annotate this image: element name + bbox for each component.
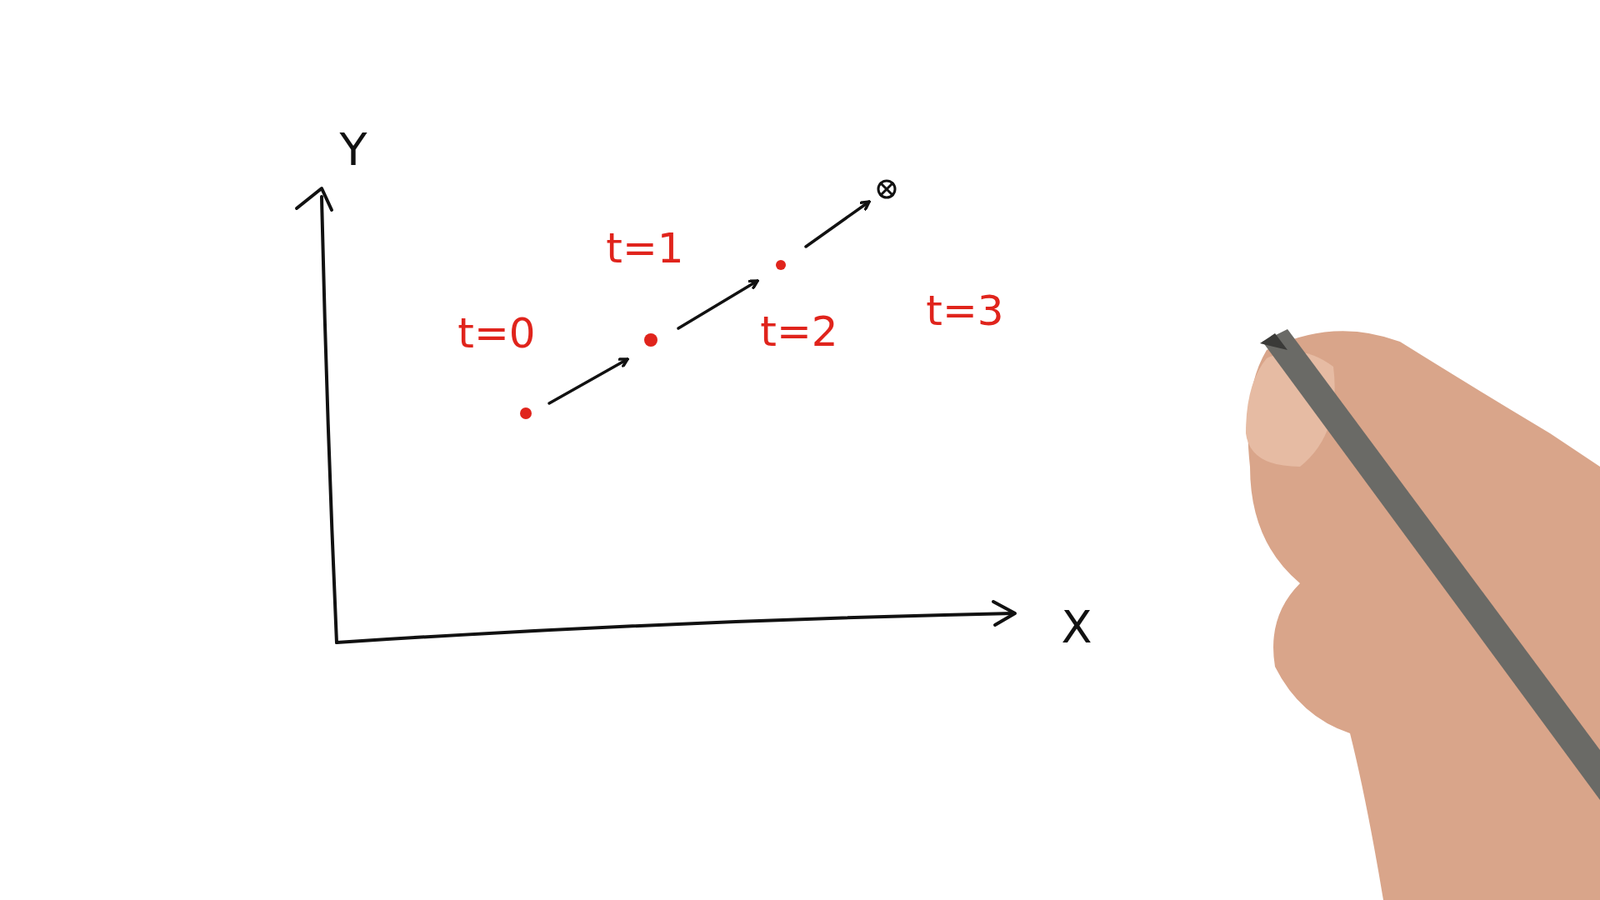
motion-arrow (678, 280, 758, 329)
motion-arrow (549, 359, 628, 404)
time-label: t=1 (605, 227, 684, 270)
y-axis (321, 196, 337, 643)
time-label: t=0 (457, 312, 535, 355)
position-dot (520, 407, 532, 420)
y-arrowhead (296, 188, 332, 210)
hand-with-pen (1245, 329, 1600, 900)
motion-arrow (805, 201, 870, 247)
x-axis (336, 613, 1014, 643)
axis-label: X (1061, 605, 1093, 650)
axis-label: Y (340, 127, 368, 173)
x-arrowhead (993, 601, 1015, 625)
time-label: t=3 (925, 290, 1004, 332)
predicted-mark (878, 180, 895, 198)
time-label: t=2 (760, 310, 838, 353)
position-dot (644, 333, 658, 347)
position-dot (775, 260, 786, 270)
